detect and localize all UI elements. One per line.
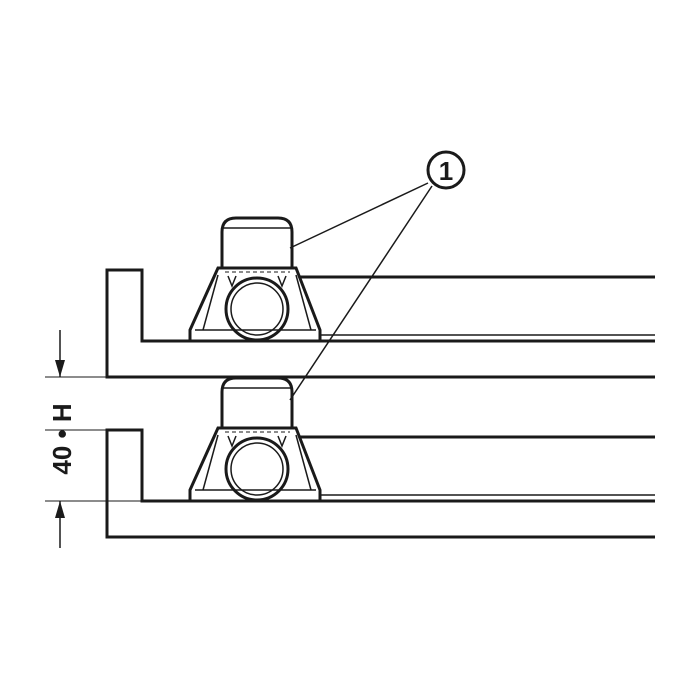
callout-1: 1 bbox=[289, 150, 466, 401]
callout-number: 1 bbox=[439, 156, 453, 186]
upper-roller-bracket bbox=[188, 216, 322, 343]
lower-roller-bracket bbox=[188, 376, 322, 503]
callout-circle bbox=[426, 150, 466, 190]
upper-shelf-profile bbox=[105, 268, 655, 379]
leader-line-lower bbox=[289, 185, 433, 401]
dimension-label: 40 • H bbox=[47, 403, 77, 474]
leader-line-upper bbox=[289, 182, 429, 249]
dimension-40-h: 40 • H bbox=[45, 330, 142, 548]
lower-shelf-profile bbox=[105, 428, 655, 539]
